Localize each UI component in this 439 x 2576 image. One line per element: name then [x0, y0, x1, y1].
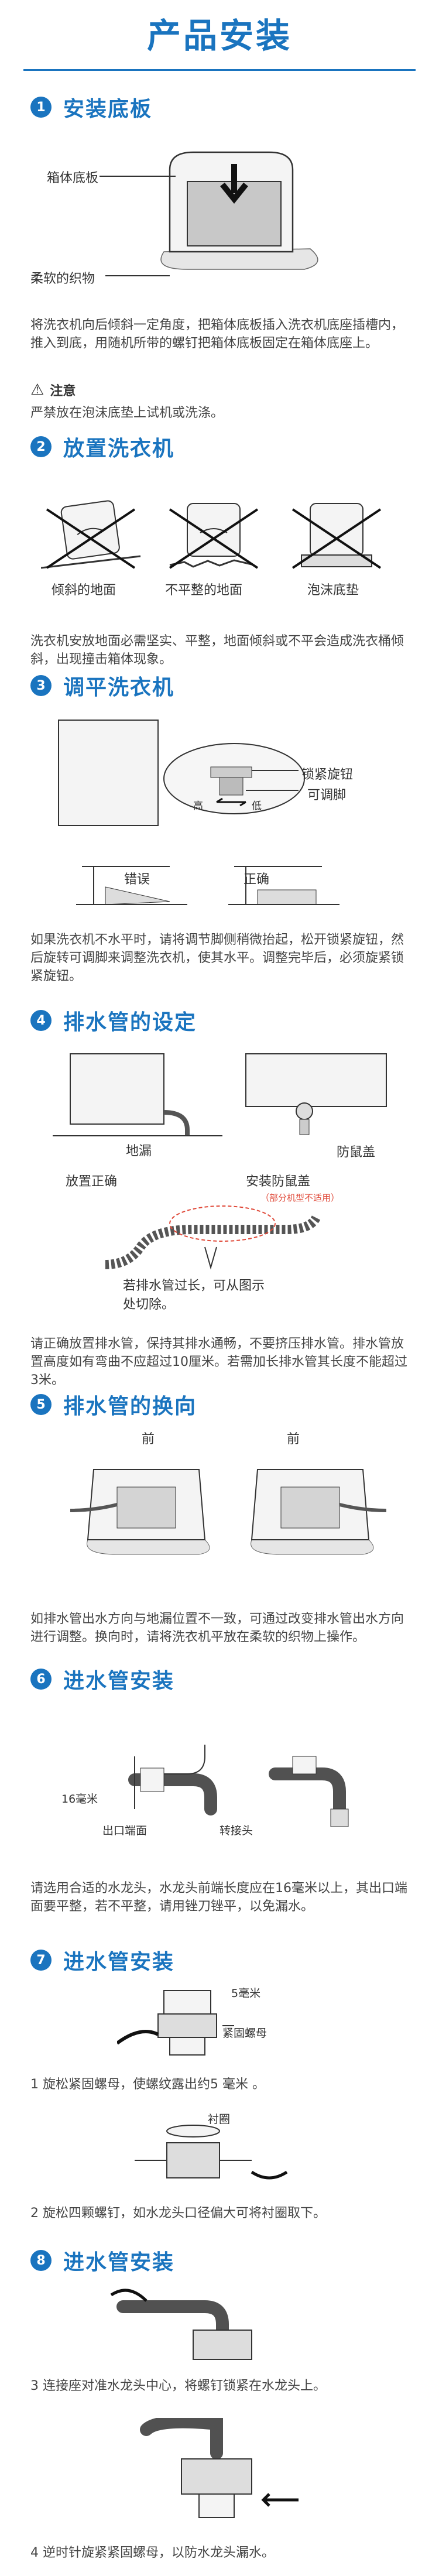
section-title: 调平洗衣机 [63, 676, 175, 700]
label-correct-placement: 放置正确 [66, 1174, 118, 1189]
liner-illustration [135, 2125, 288, 2180]
step-2-text: 2 旋松四颗螺钉，如水龙头口径偏大可将衬圈取下。 [30, 2206, 326, 2221]
drain-direction-illustration [70, 1469, 386, 1555]
label-fastening-nut: 紧固螺母 [222, 2027, 267, 2040]
title-divider [23, 69, 416, 71]
base-board-illustration [160, 151, 318, 270]
section-title: 安装底板 [63, 97, 153, 121]
hose-cut-illustration [105, 1205, 321, 1270]
label-outlet-face: 出口端面 [102, 1824, 148, 1837]
label-adapter: 转接头 [220, 1824, 253, 1837]
label-wrong: 错误 [124, 872, 150, 887]
section-number: 4 [30, 1010, 52, 1031]
leveling-illustration [58, 720, 305, 826]
label-5mm: 5毫米 [231, 1987, 261, 2000]
label-install-guard: 安装防鼠盖 [246, 1174, 311, 1189]
faucet-connect-illustration [110, 2289, 252, 2360]
notice-heading: ⚠ 注意 [30, 381, 76, 399]
section-number: 1 [30, 97, 52, 118]
faucet-illustration [128, 1745, 349, 1827]
label-board: 箱体底板 [47, 171, 99, 186]
section-5-text: 如排水管出水方向与地漏位置不一致，可通过改变排水管出水方向进行调整。换向时，请将… [30, 1612, 404, 1645]
section-3-header: 3 调平洗衣机 [30, 672, 175, 700]
notice-text: 严禁放在泡沫底垫上试机或洗涤。 [30, 406, 224, 420]
label-right: 正确 [243, 872, 270, 887]
label-liner: 衬圈 [208, 2113, 231, 2126]
section-6-text: 请选用合适的水龙头，水龙头前端长度应在16毫米以上，其出口端面要平整，若不平整，… [30, 1881, 407, 1914]
section-2-header: 2 放置洗衣机 [30, 433, 175, 461]
warning-icon: ⚠ [30, 381, 44, 399]
section-2-text: 洗衣机安放地面必需坚实、平整，地面倾斜或不平会造成洗衣桶倾斜，出现撞击箱体现象。 [30, 634, 404, 667]
section-7-header: 7 进水管安装 [30, 1947, 174, 1974]
label-adjustable-foot: 可调脚 [307, 788, 347, 803]
section-3-text: 如果洗衣机不水平时，请将调节脚侧稍微抬起，松开锁紧旋钮，然后旋转可调脚来调整洗衣… [30, 933, 404, 984]
section-number: 2 [30, 436, 52, 457]
section-title: 进水管安装 [63, 2250, 175, 2274]
step-1-text: 1 旋松紧固螺母，使螺纹露出约5 毫米 。 [30, 2077, 265, 2092]
step-4-text: 4 逆时针旋紧紧固螺母，以防水龙头漏水。 [30, 2546, 275, 2560]
label-uneven: 不平整的地面 [165, 583, 243, 598]
label-lock-knob: 锁紧旋钮 [301, 768, 354, 782]
label-foam: 泡沫底垫 [307, 583, 359, 598]
section-number: 3 [30, 675, 52, 696]
level-comparison [76, 866, 339, 905]
label-slope: 倾斜的地面 [52, 583, 116, 598]
label-high: 高 [193, 800, 203, 812]
nut-tighten-illustration [140, 2418, 299, 2518]
label-low: 低 [252, 800, 262, 812]
section-1-header: 1 安装底板 [30, 94, 152, 121]
label-floor-drain: 地漏 [126, 1144, 152, 1159]
section-4-text: 请正确放置排水管，保持其排水通畅，不要挤压排水管。排水管放置高度如有弯曲不应超过… [30, 1337, 407, 1388]
section-1-text: 将洗衣机向后倾斜一定角度，把箱体底板插入洗衣机底座插槽内，推入到底，用随机所带的… [30, 318, 404, 351]
notice-title: 注意 [50, 384, 76, 399]
page-title: 产品安装 [146, 16, 292, 56]
label-front-1: 前 [142, 1432, 155, 1447]
drain-illustration [53, 1053, 387, 1136]
section-title: 排水管的设定 [63, 1010, 197, 1034]
placement-illustrations [41, 500, 382, 569]
section-8-header: 8 进水管安装 [30, 2247, 174, 2274]
section-4-header: 4 排水管的设定 [30, 1007, 197, 1034]
section-6-header: 6 进水管安装 [30, 1666, 174, 1693]
section-number: 8 [30, 2250, 52, 2271]
section-number: 6 [30, 1669, 52, 1690]
label-not-applicable: （部分机型不适用） [260, 1193, 340, 1203]
label-front-2: 前 [287, 1432, 300, 1447]
section-title: 进水管安装 [63, 1669, 175, 1693]
label-fabric: 柔软的织物 [30, 272, 95, 286]
section-number: 5 [30, 1394, 52, 1415]
section-title: 进水管安装 [63, 1950, 175, 1974]
step-3-text: 3 连接座对准水龙头中心，将螺钉锁紧在水龙头上。 [30, 2379, 326, 2393]
label-hose-cut: 若排水管过长，可从图示处切除。 [123, 1279, 265, 1312]
section-title: 排水管的换向 [63, 1395, 197, 1419]
section-title: 放置洗衣机 [63, 437, 175, 461]
connector-illustration [117, 1990, 234, 2056]
label-rat-guard: 防鼠盖 [337, 1145, 376, 1160]
leader-line [100, 176, 176, 177]
section-5-header: 5 排水管的换向 [30, 1391, 197, 1419]
label-16mm: 16毫米 [61, 1793, 98, 1806]
leader-line [105, 275, 170, 276]
section-number: 7 [30, 1950, 52, 1971]
